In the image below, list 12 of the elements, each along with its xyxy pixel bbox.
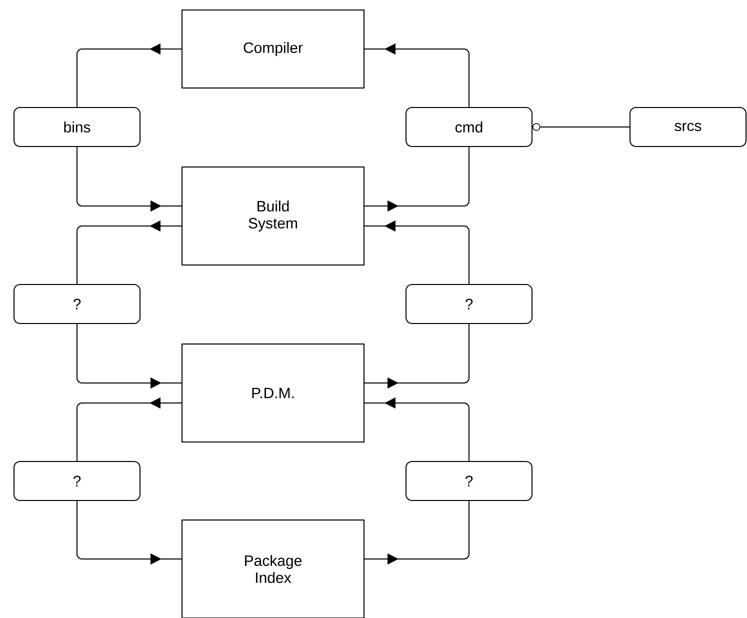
component-box: Compiler	[182, 10, 364, 88]
connector	[532, 123, 630, 131]
artifact-box: ?	[406, 284, 532, 324]
artifact-box: srcs	[630, 107, 746, 147]
artifact-box: ?	[406, 461, 532, 501]
component-box: P.D.M.	[182, 344, 364, 442]
component-box: Build System	[182, 166, 364, 266]
artifact-box: bins	[14, 107, 140, 147]
component-box: Package Index	[182, 520, 364, 618]
artifact-box: ?	[14, 284, 140, 324]
artifact-box: ?	[14, 461, 140, 501]
artifact-box: cmd	[406, 107, 532, 147]
